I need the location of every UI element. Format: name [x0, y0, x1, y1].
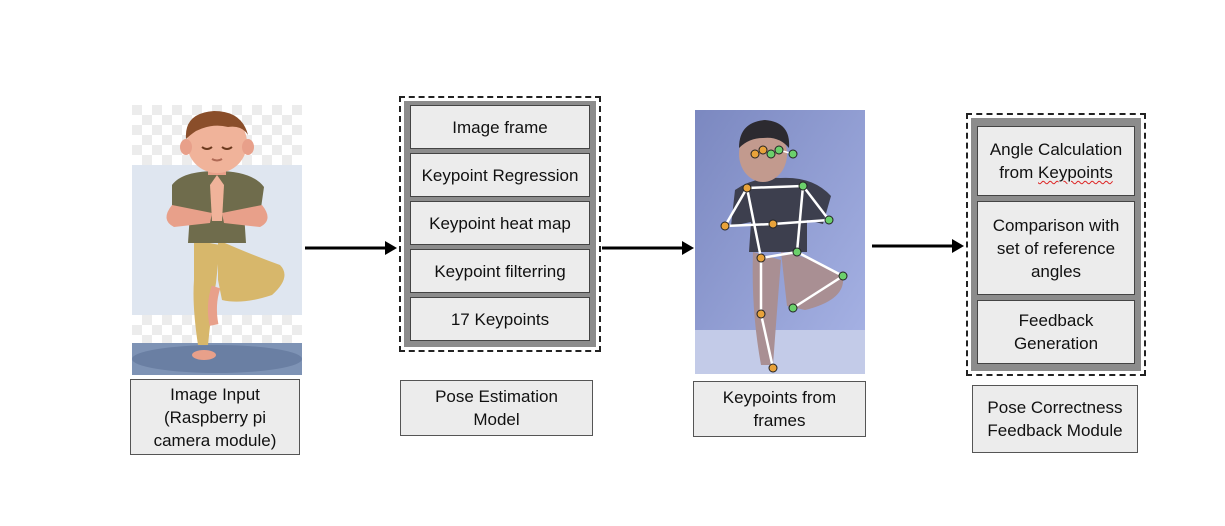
keypoints-caption: Keypoints from frames	[693, 381, 866, 437]
step-keypoint-regression: Keypoint Regression	[410, 153, 590, 197]
keypoints-photo	[695, 110, 865, 374]
image-input-caption: Image Input (Raspberry pi camera module)	[130, 379, 300, 455]
angle-calc-keypoints-word: Keypoints	[1038, 163, 1113, 182]
pose-model-dashed-border	[399, 96, 601, 352]
step-keypoint-filtering: Keypoint filterring	[410, 249, 590, 293]
step-17-keypoints-label: 17 Keypoints	[450, 309, 550, 329]
arrow-model-to-keypoints	[602, 241, 694, 255]
step-keypoint-heat-map: Keypoint heat map	[410, 201, 590, 245]
yoga-boy-illustration	[132, 105, 302, 375]
pose-model-caption: Pose Estimation Model	[400, 380, 593, 436]
step-keypoint-heat-map-label: Keypoint heat map	[429, 213, 571, 233]
arrow-keypoints-to-feedback	[872, 239, 964, 253]
pose-model-stack: Image frame Keypoint Regression Keypoint…	[404, 101, 596, 347]
pose-model-caption-text: Pose Estimation Model	[435, 387, 558, 429]
comparison-label: Comparison with set of reference angles	[992, 215, 1120, 281]
angle-calc-line1: Angle Calculation	[989, 140, 1123, 159]
step-keypoint-filtering-label: Keypoint filterring	[434, 261, 566, 281]
arrow-input-to-model	[305, 241, 397, 255]
feedback-caption-text: Pose Correctness Feedback Module	[987, 398, 1123, 440]
angle-calc-prefix: from	[999, 163, 1039, 182]
step-keypoint-regression-label: Keypoint Regression	[421, 165, 579, 185]
angle-calc-line2: from Keypoints	[999, 161, 1112, 184]
keypoints-caption-text: Keypoints from frames	[722, 388, 837, 430]
step-image-frame: Image frame	[410, 105, 590, 149]
feedback-caption: Pose Correctness Feedback Module	[972, 385, 1138, 453]
step-angle-calculation: Angle Calculation from Keypoints	[977, 126, 1135, 196]
image-input-caption-text: Image Input (Raspberry pi camera module)	[153, 384, 277, 450]
step-image-frame-label: Image frame	[452, 117, 548, 137]
feedback-dashed-border	[966, 113, 1146, 376]
step-feedback-generation: Feedback Generation	[977, 300, 1135, 364]
feedback-generation-label: Feedback Generation	[1013, 311, 1099, 353]
step-17-keypoints: 17 Keypoints	[410, 297, 590, 341]
step-comparison: Comparison with set of reference angles	[977, 201, 1135, 295]
feedback-stack: Angle Calculation from Keypoints Compari…	[971, 118, 1141, 371]
